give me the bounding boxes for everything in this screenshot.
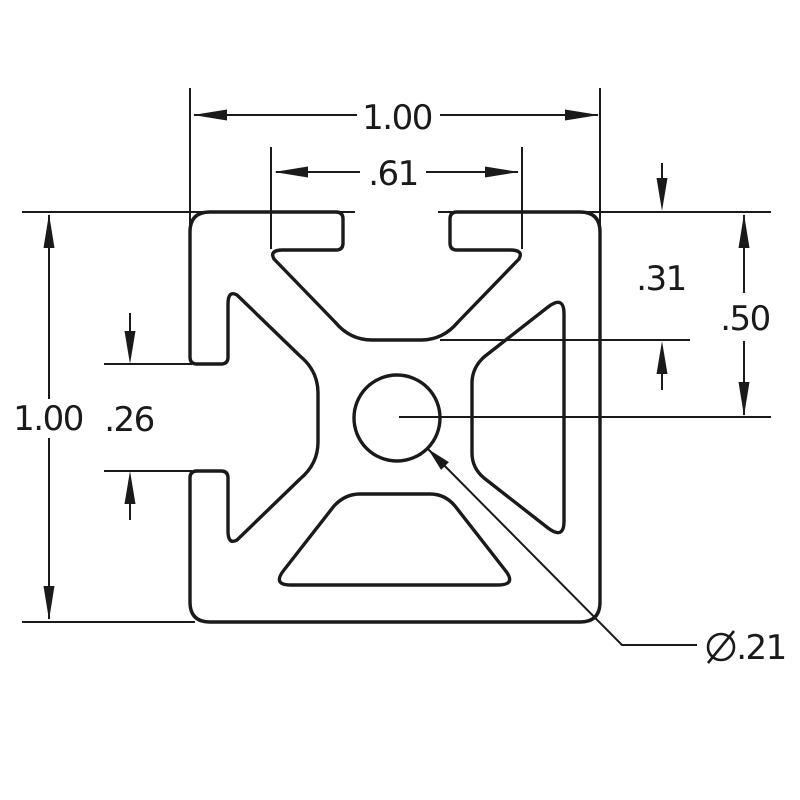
arrowheads <box>43 109 750 620</box>
dimension-lines <box>48 114 745 646</box>
arrow-down-icon <box>124 331 136 364</box>
bottom-pocket <box>277 492 512 587</box>
leader-arrow-icon <box>428 449 449 470</box>
arrow-down-icon <box>656 178 668 211</box>
center-hole <box>352 373 442 463</box>
arrow-left-icon <box>193 109 227 121</box>
arrow-up-icon <box>656 341 668 374</box>
arrow-up-icon <box>124 471 136 504</box>
arrow-down-icon <box>43 586 55 620</box>
right-pocket <box>470 300 566 535</box>
arrow-up-icon <box>738 214 750 248</box>
arrow-left-icon <box>274 166 308 178</box>
dim-overall-width: 1.00 <box>362 98 432 138</box>
profile-outline <box>188 210 602 624</box>
extrusion-profile <box>188 210 602 624</box>
diameter-symbol-icon <box>706 630 736 664</box>
arrow-right-icon <box>485 166 519 178</box>
dim-overall-height: 1.00 <box>13 399 83 439</box>
arrow-down-icon <box>738 382 750 416</box>
leader-line <box>427 448 697 646</box>
dim-slot-depth: .31 <box>636 259 686 299</box>
dim-face-to-center: .50 <box>720 299 770 339</box>
dimension-labels: 1.00 .61 .31 .50 1.00 .26 .21 <box>13 98 787 668</box>
arrow-up-icon <box>43 214 55 248</box>
arrow-right-icon <box>565 109 599 121</box>
dim-slot-span: .61 <box>368 154 418 194</box>
dim-hole-diameter: .21 <box>736 628 786 668</box>
dim-slot-opening: .26 <box>104 400 154 440</box>
